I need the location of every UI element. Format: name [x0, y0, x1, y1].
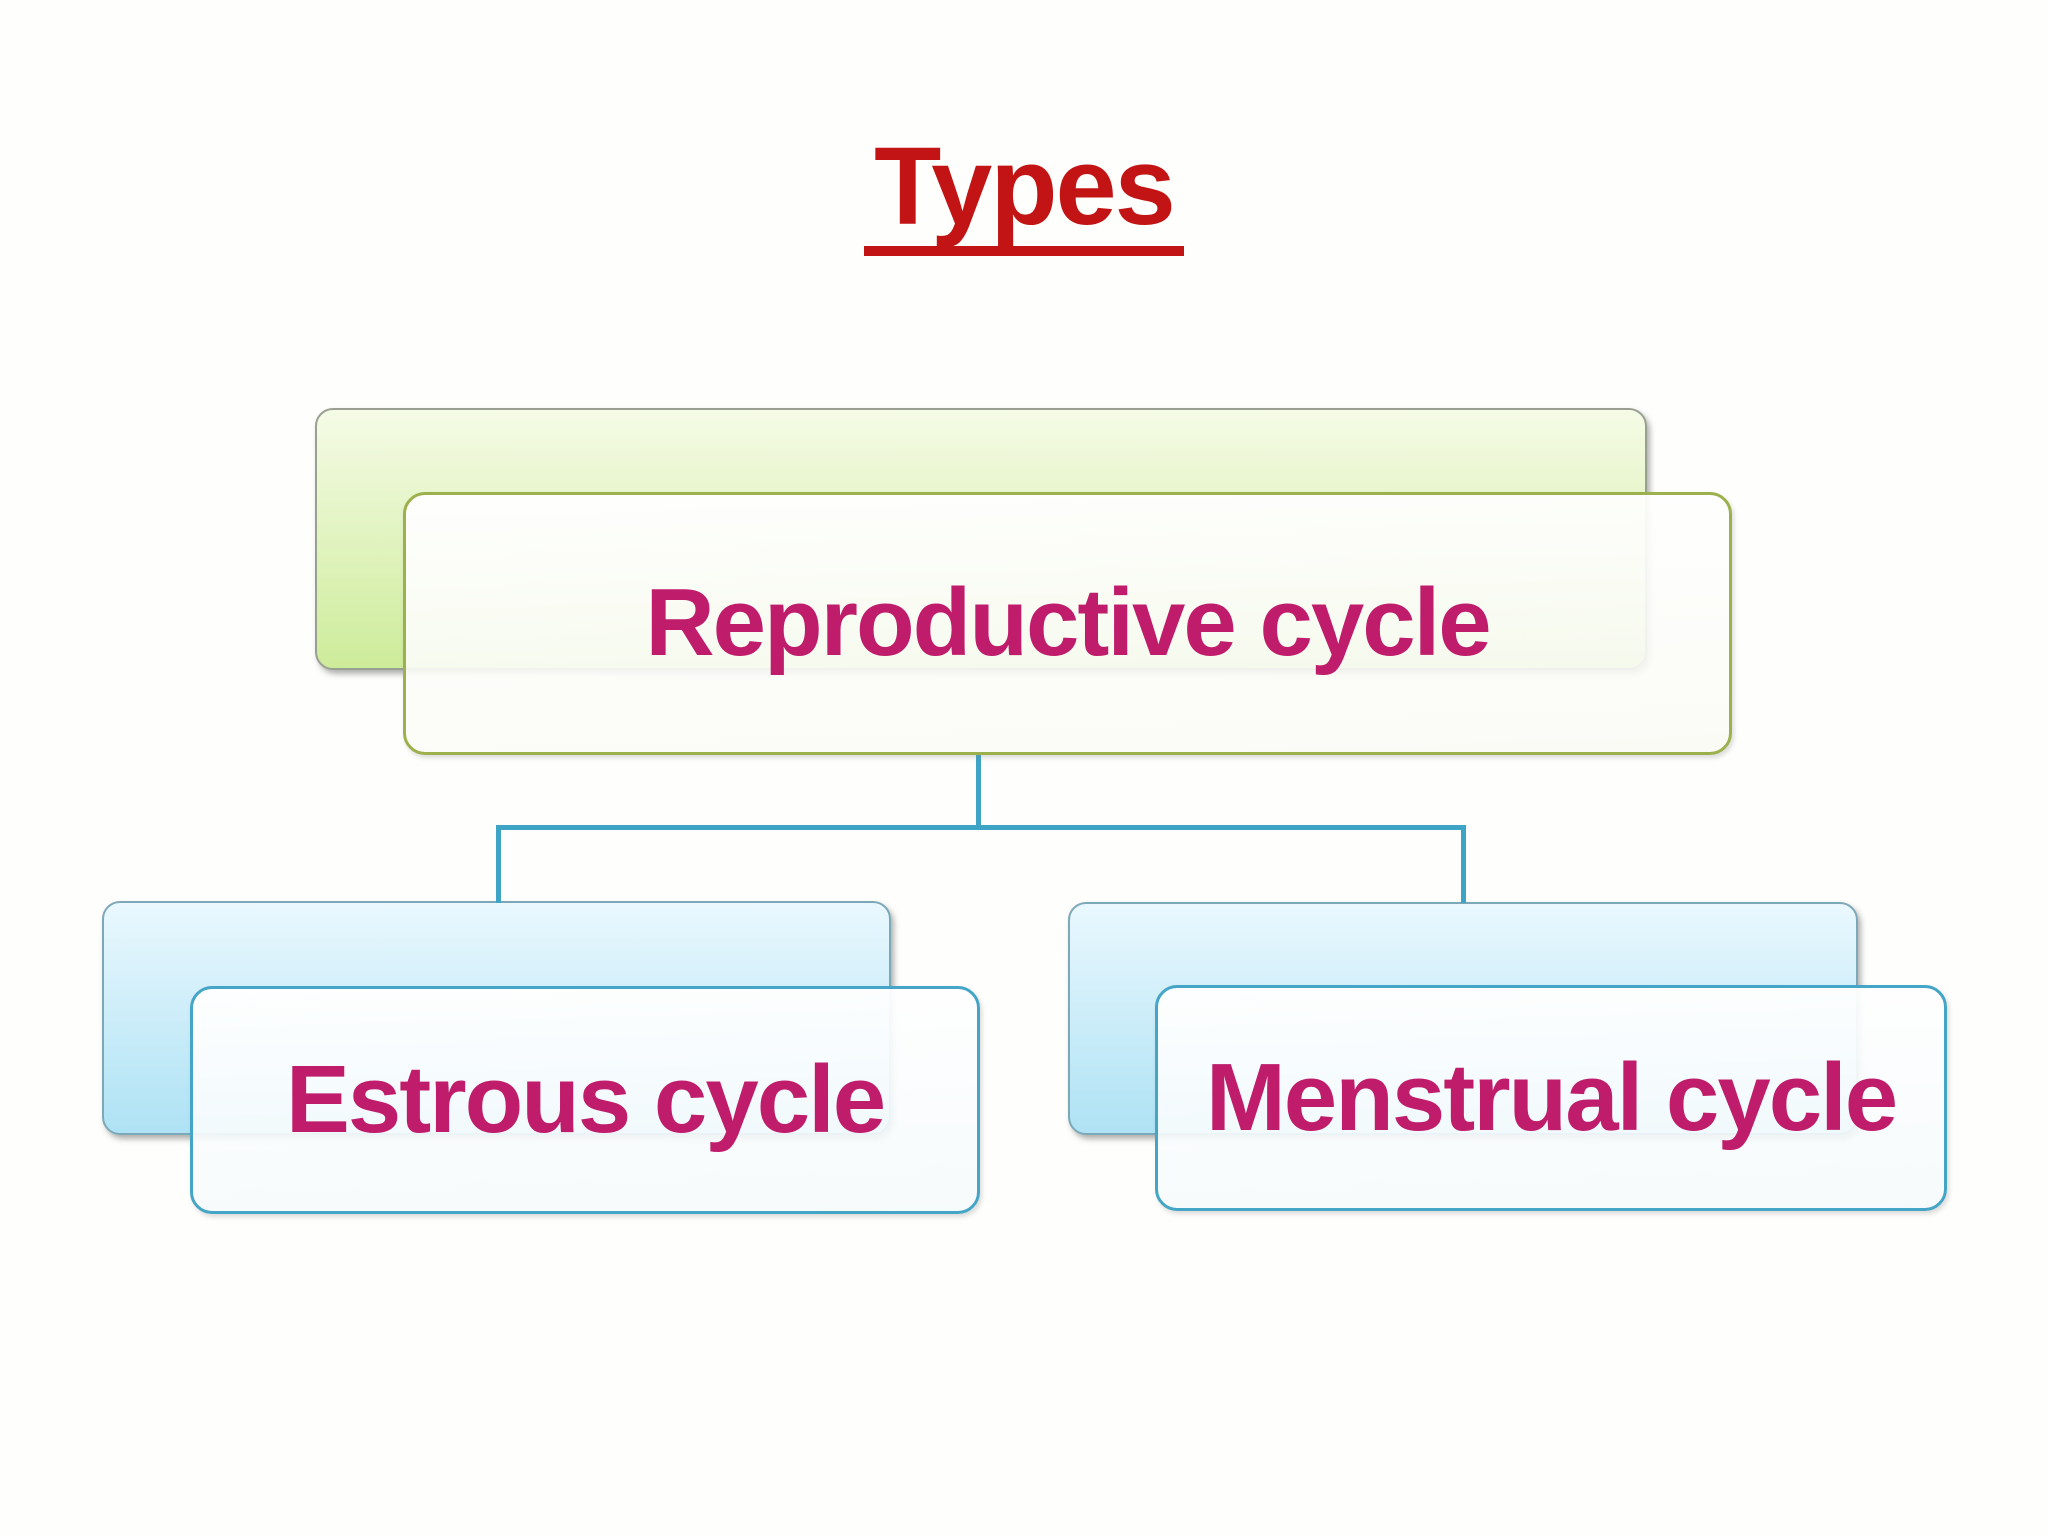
menstrual-node: Menstrual cycle	[1155, 985, 1947, 1211]
estrous-node: Estrous cycle	[190, 986, 980, 1214]
root-node: Reproductive cycle	[403, 492, 1732, 755]
root-node-label: Reproductive cycle	[645, 569, 1491, 677]
connector-crossbar	[496, 825, 1466, 830]
estrous-node-label: Estrous cycle	[285, 1045, 886, 1153]
menstrual-node-label: Menstrual cycle	[1205, 1043, 1898, 1151]
page-title-text: Types	[864, 132, 1184, 256]
connector-drop-left	[496, 828, 501, 903]
connector-stem	[976, 753, 981, 827]
connector-drop-right	[1461, 828, 1466, 903]
page-title: Types	[0, 132, 2048, 256]
